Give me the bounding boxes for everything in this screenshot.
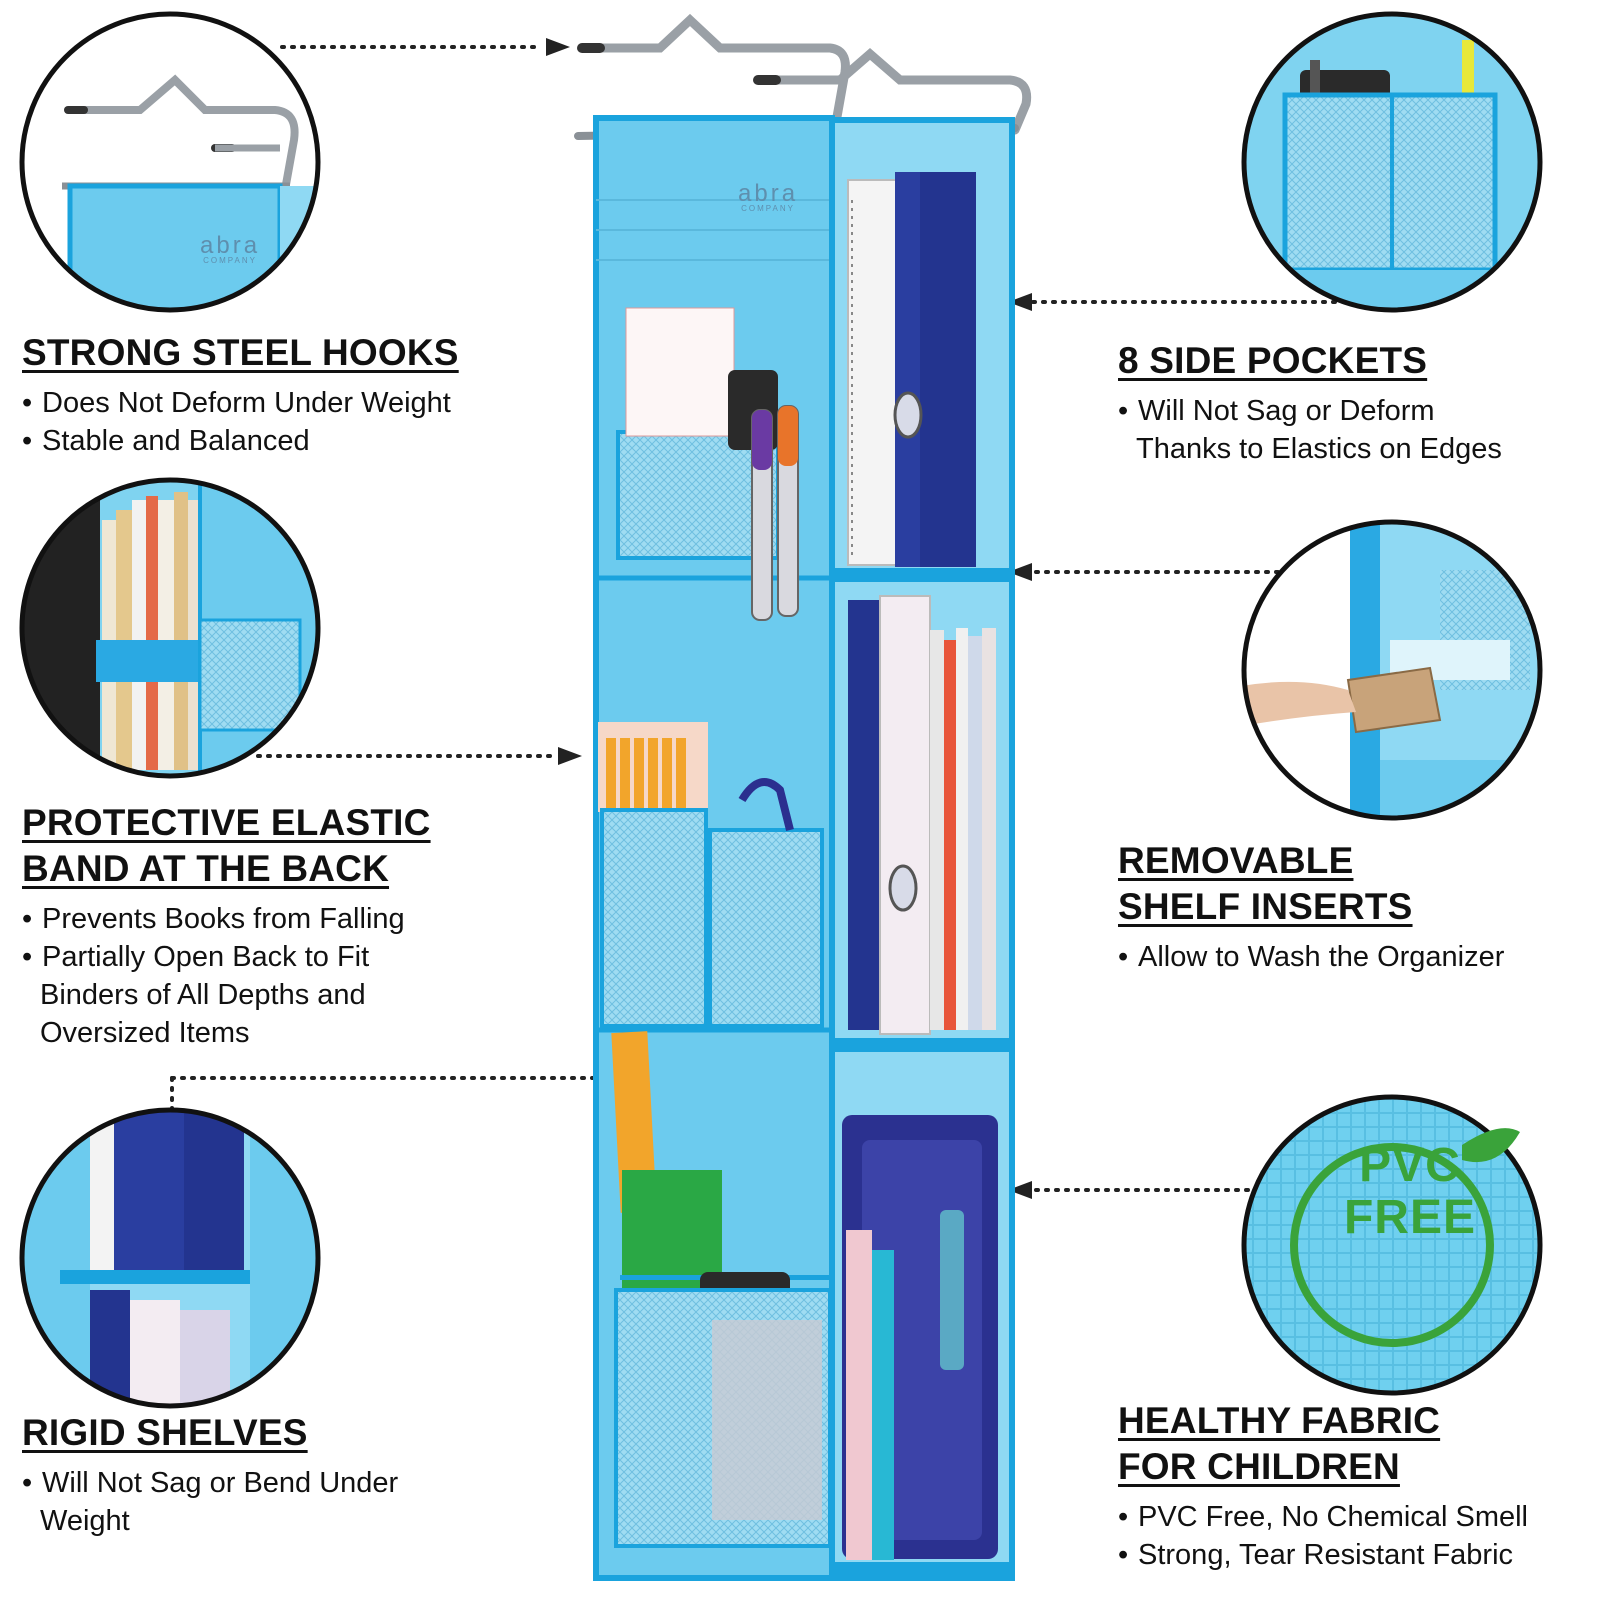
feature-bullet: Prevents Books from Falling: [22, 900, 431, 938]
feature-bullet-continuation: Oversized Items: [40, 1017, 250, 1049]
feature-bullet: Partially Open Back to Fit: [22, 938, 431, 976]
feature-rigid-shelves: RIGID SHELVES Will Not Sag or Bend Under…: [22, 1410, 398, 1540]
leaf-icon: [1462, 1128, 1520, 1163]
feature-heading-line2: BAND AT THE BACK: [22, 848, 390, 889]
feature-elastic-band: PROTECTIVE ELASTIC BAND AT THE BACK Prev…: [22, 800, 431, 1052]
hooks-closeup-circle: [19, 11, 321, 313]
pvc-free-badge: PVC FREE: [1320, 1140, 1500, 1244]
feature-bullet: Strong, Tear Resistant Fabric: [1118, 1536, 1528, 1574]
feature-bullet: Stable and Balanced: [22, 422, 459, 460]
feature-healthy-fabric: HEALTHY FABRIC FOR CHILDREN PVC Free, No…: [1118, 1398, 1528, 1574]
leader-lines: [170, 45, 1387, 1192]
elastic-band-closeup-circle: [19, 477, 321, 779]
pvc-free-badge-ring: [1290, 1143, 1494, 1347]
feature-bullet: Will Not Sag or Bend Under: [22, 1464, 398, 1502]
pvc-badge-line1: PVC: [1359, 1139, 1461, 1192]
feature-heading: STRONG STEEL HOOKS: [22, 332, 459, 373]
feature-heading-line1: REMOVABLE: [1118, 840, 1354, 881]
feature-heading-line1: PROTECTIVE ELASTIC: [22, 802, 431, 843]
feature-bullet-continuation: Thanks to Elastics on Edges: [1136, 433, 1502, 465]
feature-shelf-inserts: REMOVABLE SHELF INSERTS Allow to Wash th…: [1118, 838, 1504, 976]
feature-bullet: Does Not Deform Under Weight: [22, 384, 459, 422]
feature-heading: 8 SIDE POCKETS: [1118, 340, 1428, 381]
feature-heading-line2: FOR CHILDREN: [1118, 1446, 1400, 1487]
feature-bullet: Allow to Wash the Organizer: [1118, 938, 1504, 976]
brand-logo-sub: COMPANY: [741, 204, 795, 213]
feature-steel-hooks: STRONG STEEL HOOKS Does Not Deform Under…: [22, 330, 459, 460]
brand-logo-closeup-text: abra: [200, 232, 261, 259]
feature-heading: RIGID SHELVES: [22, 1412, 308, 1453]
feature-heading-line2: SHELF INSERTS: [1118, 886, 1413, 927]
feature-bullet-continuation: Binders of All Depths and: [40, 979, 366, 1011]
rigid-shelves-closeup-circle: [19, 1107, 321, 1409]
brand-logo-closeup-sub: COMPANY: [203, 256, 257, 265]
feature-bullet: Will Not Sag or Deform: [1118, 392, 1502, 430]
brand-logo-text: abra: [738, 180, 799, 207]
pvc-badge-line2: FREE: [1343, 1191, 1476, 1244]
pvc-free-fabric-circle: [1241, 1094, 1543, 1396]
shelf-inserts-closeup-circle: [1241, 519, 1543, 821]
side-pockets-closeup-circle: [1241, 11, 1543, 313]
brand-logo: abra COMPANY: [738, 180, 798, 213]
feature-heading-line1: HEALTHY FABRIC: [1118, 1400, 1441, 1441]
hanging-organizer: [574, 13, 1032, 1581]
brand-logo-closeup: abra COMPANY: [200, 232, 260, 265]
feature-bullet-continuation: Weight: [40, 1505, 130, 1537]
feature-bullet: PVC Free, No Chemical Smell: [1118, 1498, 1528, 1536]
feature-side-pockets: 8 SIDE POCKETS Will Not Sag or Deform Th…: [1118, 338, 1502, 468]
